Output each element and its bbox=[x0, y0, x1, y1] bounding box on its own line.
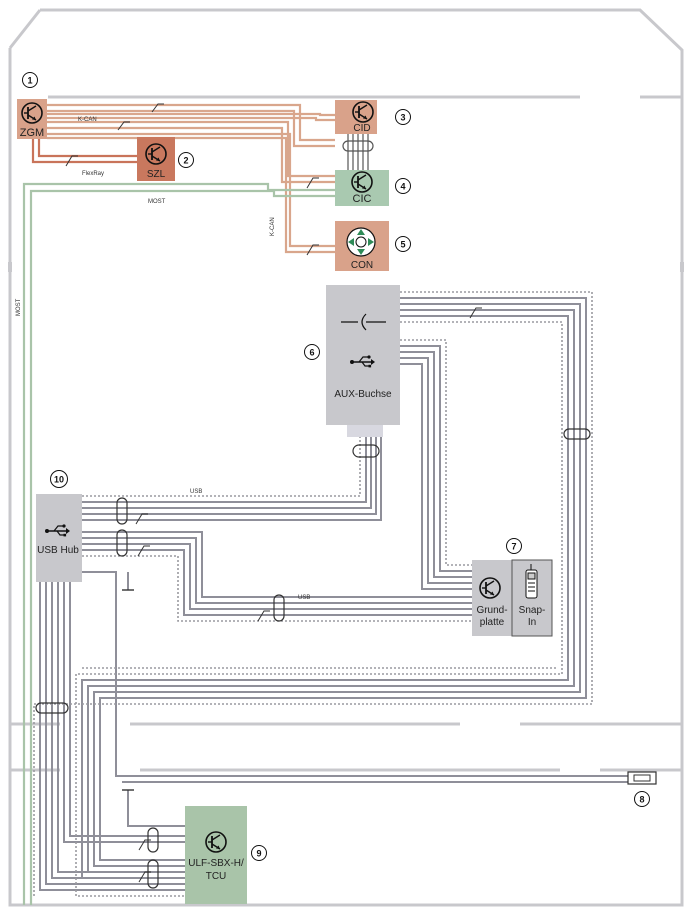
callout-1: 1 bbox=[22, 72, 38, 88]
callout-3: 3 bbox=[395, 109, 411, 125]
callout-2: 2 bbox=[178, 152, 194, 168]
flexray-label: FlexRay bbox=[82, 171, 104, 177]
szl-label: SZL bbox=[147, 169, 166, 180]
grundplatte-label-2: platte bbox=[480, 617, 505, 628]
usb-hub-label: USB Hub bbox=[37, 545, 79, 556]
aux-buchse-unit[interactable]: AUX-Buchse bbox=[326, 285, 400, 425]
callout-6: 6 bbox=[304, 344, 320, 360]
cid-unit[interactable]: CID bbox=[335, 100, 377, 134]
kcan-vertical-label: K-CAN bbox=[270, 217, 276, 236]
cid-cic-links bbox=[342, 134, 374, 170]
usb-label-b: USB bbox=[298, 595, 310, 601]
callout-8: 8 bbox=[634, 791, 650, 807]
ulf-label-2: TCU bbox=[206, 871, 227, 882]
wire-tick-marks bbox=[65, 103, 482, 883]
cid-label: CID bbox=[353, 123, 370, 134]
shield-dotted-lines bbox=[33, 291, 593, 897]
svg-text:3: 3 bbox=[400, 113, 405, 123]
snapin-unit[interactable]: Snap- In bbox=[511, 559, 553, 637]
grundplatte-label-1: Grund- bbox=[476, 605, 507, 616]
ulf-label-1: ULF-SBX-H/ bbox=[188, 858, 244, 869]
vehicle-outline bbox=[8, 8, 684, 907]
most-bus-wires bbox=[22, 182, 335, 905]
antenna-connector[interactable] bbox=[627, 771, 657, 785]
snapin-label-2: In bbox=[528, 617, 536, 628]
cic-label: CIC bbox=[353, 193, 372, 205]
audio-jack-icon bbox=[341, 313, 386, 331]
svg-text:7: 7 bbox=[511, 542, 516, 552]
zgm-unit[interactable]: ZGM bbox=[17, 99, 47, 139]
aux-label: AUX-Buchse bbox=[334, 389, 392, 400]
flexray-wires bbox=[31, 138, 137, 164]
grundplatte-unit[interactable]: Grund- platte bbox=[472, 560, 512, 636]
svg-text:4: 4 bbox=[400, 182, 405, 192]
most-top-label: MOST bbox=[148, 199, 166, 205]
szl-unit[interactable]: SZL bbox=[137, 137, 175, 181]
ulf-tcu-unit[interactable]: ULF-SBX-H/ TCU bbox=[185, 806, 247, 904]
antenna-icon bbox=[633, 774, 651, 782]
callout-10: 10 bbox=[50, 470, 68, 488]
controller-icon bbox=[346, 227, 376, 257]
kcan-bus-wires bbox=[47, 103, 335, 254]
con-unit[interactable]: CON bbox=[335, 221, 389, 271]
svg-text:5: 5 bbox=[400, 240, 405, 250]
most-vertical-label: MOST bbox=[16, 298, 22, 316]
callout-7: 7 bbox=[506, 538, 522, 554]
callout-4: 4 bbox=[395, 178, 411, 194]
svg-text:2: 2 bbox=[183, 156, 188, 166]
usb-label-a: USB bbox=[190, 489, 202, 495]
svg-text:1: 1 bbox=[27, 76, 32, 86]
callout-9: 9 bbox=[251, 845, 267, 861]
phone-icon bbox=[525, 564, 538, 599]
zgm-label: ZGM bbox=[20, 127, 44, 139]
svg-text:8: 8 bbox=[639, 795, 644, 805]
con-label: CON bbox=[351, 260, 373, 271]
svg-text:6: 6 bbox=[309, 348, 314, 358]
cable-bundle-markers bbox=[35, 425, 591, 889]
cic-unit[interactable]: CIC bbox=[335, 170, 389, 206]
snapin-label-1: Snap- bbox=[519, 605, 546, 616]
svg-text:10: 10 bbox=[54, 475, 64, 485]
kcan-top-label: K-CAN bbox=[78, 117, 97, 123]
usb-hub-unit[interactable]: USB Hub bbox=[36, 494, 82, 582]
callout-5: 5 bbox=[395, 236, 411, 252]
svg-text:9: 9 bbox=[256, 849, 261, 859]
